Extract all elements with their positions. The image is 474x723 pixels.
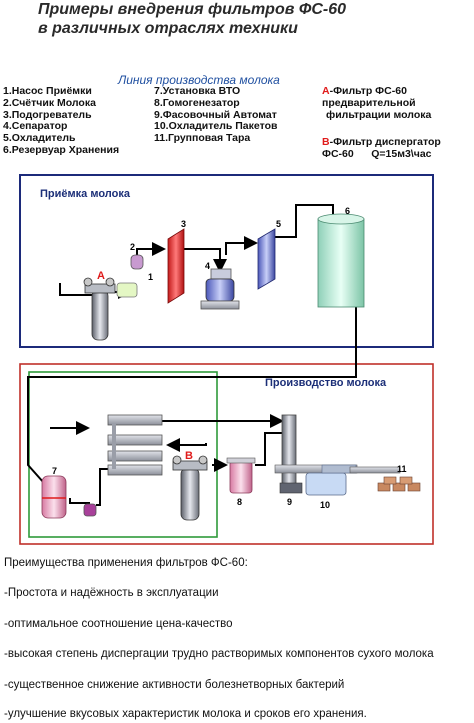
legend-column-1: 1.Насос Приёмки 2.Счётчик Молока 3.Подог… xyxy=(3,85,120,157)
label-1: 1 xyxy=(148,272,153,282)
legend-filter-b: В-Фильтр диспергатор ФС-60 Q=15м3\час xyxy=(322,136,441,161)
advantage-item: -высокая степень диспергации трудно раст… xyxy=(4,648,434,660)
filter-a-line1: -Фильтр ФС-60 xyxy=(329,85,407,97)
filter-a-mark: А xyxy=(97,270,105,282)
advantage-item: -оптимальное соотношение цена-качество xyxy=(4,618,233,630)
title-line-2: в различных отраслях техники xyxy=(38,20,298,37)
advantage-item: -существенное снижение активности болезн… xyxy=(4,679,345,691)
legend-item: 11.Групповая Тара xyxy=(154,132,251,145)
pump-7 xyxy=(83,503,97,517)
filter-b-unit xyxy=(172,455,208,521)
label-5: 5 xyxy=(276,219,281,229)
filter-a-letter: А xyxy=(322,85,330,97)
milk-meter-2 xyxy=(130,254,144,270)
filter-a-unit xyxy=(83,277,116,341)
process-diagram: А 1 2 3 4 5 6 Приёмка молока Производств… xyxy=(19,174,434,545)
legend-column-2: 7.Установка ВТО 8.Гомогенезатор 9.Фасово… xyxy=(154,85,278,145)
production-frame xyxy=(19,363,434,545)
heater-3 xyxy=(167,228,185,304)
vto-unit-7 xyxy=(107,414,163,476)
label-9: 9 xyxy=(287,497,292,507)
label-10: 10 xyxy=(320,500,330,510)
advantage-item: -улучшение вкусовых характеристик молока… xyxy=(4,708,367,720)
legend-item: 4.Сепаратор xyxy=(3,120,68,133)
legend-item: 8.Гомогенезатор xyxy=(154,96,240,109)
label-8: 8 xyxy=(237,497,242,507)
section-production-label: Производство молока xyxy=(265,377,387,389)
legend-item: 2.Счётчик Молока xyxy=(3,96,96,109)
filter-b-line2: ФС-60 Q=15м3\час xyxy=(322,147,432,160)
filter-a-line3: фильтрации молока xyxy=(326,108,432,121)
packing-machine-9 xyxy=(274,414,358,494)
flow-arrow xyxy=(225,236,258,255)
label-4: 4 xyxy=(205,261,210,271)
label-7: 7 xyxy=(52,466,57,476)
legend-item: 9.Фасовочный Автомат xyxy=(154,108,277,121)
legend-heading: Линия производства молока xyxy=(118,73,280,87)
heater-tank-7 xyxy=(41,475,67,519)
advantages-heading: Преимущества применения фильтров ФС-60: xyxy=(4,557,248,569)
homogenizer-8 xyxy=(226,457,256,494)
filter-b-mark: В xyxy=(185,450,193,462)
legend-item: 6.Резервуар Хранения xyxy=(3,143,120,156)
filter-b-line1: -Фильтр диспергатор xyxy=(329,136,441,148)
legend-item: 10.Охладитель Пакетов xyxy=(154,120,278,133)
reception-frame xyxy=(19,174,434,348)
legend-item: 7.Установка ВТО xyxy=(154,85,241,97)
label-2: 2 xyxy=(130,242,135,252)
group-packaging-11 xyxy=(377,476,421,492)
flow-arrow xyxy=(166,438,207,452)
package-cooler-10 xyxy=(305,464,401,496)
label-6: 6 xyxy=(345,206,350,216)
page-title: Примеры внедрения фильтров ФС-60 в разли… xyxy=(38,0,346,38)
filter-a-line2: предварительной xyxy=(322,96,416,109)
advantage-item: -Простота и надёжность в эксплуатации xyxy=(4,587,219,599)
filter-b-letter: В xyxy=(322,136,330,148)
section-reception-label: Приёмка молока xyxy=(40,188,131,200)
label-11: 11 xyxy=(397,464,407,474)
legend-item: 3.Подогреватель xyxy=(3,108,92,121)
pump-1 xyxy=(116,282,138,298)
storage-tank-6 xyxy=(317,213,365,308)
legend-item: 1.Насос Приёмки xyxy=(3,85,92,97)
separator-4 xyxy=(200,268,240,310)
title-line-1: Примеры внедрения фильтров ФС-60 xyxy=(38,1,346,18)
label-3: 3 xyxy=(181,219,186,229)
legend-filter-a: А-Фильтр ФС-60 предварительной фильтраци… xyxy=(322,85,432,121)
cooler-5 xyxy=(257,228,276,290)
legend-item: 5.Охладитель xyxy=(3,132,76,145)
